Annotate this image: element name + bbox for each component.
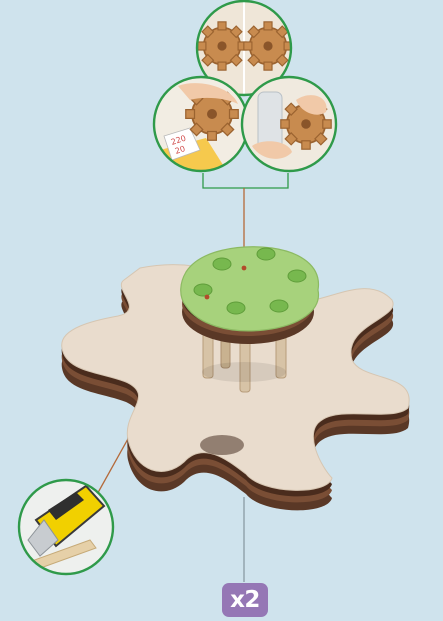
detail-gear-hands	[240, 75, 340, 175]
detail-gear-template: 220 20	[150, 75, 250, 176]
detail-cutter	[15, 478, 115, 578]
quantity-badge: x2	[222, 583, 268, 617]
top-disc	[181, 247, 319, 344]
